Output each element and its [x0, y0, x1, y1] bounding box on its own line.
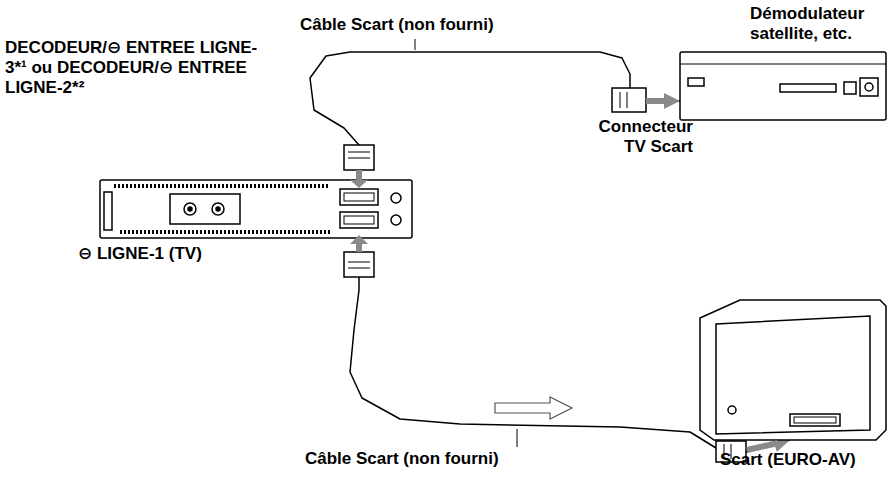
tv-set: Scart (EURO-AV) — [690, 300, 888, 440]
device-label: DECODEUR/⊖ ENTREE LIGNE-3*¹ ou DECODEUR/… — [5, 38, 270, 98]
vcr: DECODEUR/⊖ ENTREE LIGNE-3*¹ ou DECODEUR/… — [100, 180, 412, 238]
tv-illustration — [700, 300, 886, 440]
cable-label: Câble Scart (non fourni) — [303, 449, 501, 468]
scart-plug — [344, 235, 374, 277]
cable-label: Câble Scart (non fourni) — [298, 15, 496, 34]
connector-name: Connecteur TV Scart — [588, 117, 693, 157]
satellite-receiver: Démodulateur satellite, etc. — [680, 52, 886, 120]
scart-plug — [344, 145, 374, 188]
port-label: ⊖ LIGNE-1 (TV) — [78, 244, 248, 264]
label-box: Scart (EURO-AV) — [720, 450, 885, 470]
label-box: Câble Scart (non fourni) — [298, 15, 558, 35]
vcr-illustration — [100, 180, 412, 238]
scart-cable — [310, 52, 680, 180]
device-label: Scart (EURO-AV) — [720, 450, 885, 470]
label-box: ⊖ LIGNE-1 (TV) — [78, 244, 248, 264]
label-box: Démodulateur satellite, etc. — [750, 4, 880, 44]
signal-arrow — [495, 397, 572, 419]
device-label: Démodulateur satellite, etc. — [750, 4, 880, 44]
satellite-receiver-illustration — [680, 52, 886, 120]
scart-plug — [612, 88, 668, 112]
label-box: Connecteur TV Scart — [588, 117, 693, 157]
label-box: Câble Scart (non fourni) — [303, 449, 563, 469]
leader-line — [415, 39, 416, 50]
leader-line — [517, 429, 518, 447]
label-box: DECODEUR/⊖ ENTREE LIGNE-3*¹ ou DECODEUR/… — [5, 38, 270, 98]
